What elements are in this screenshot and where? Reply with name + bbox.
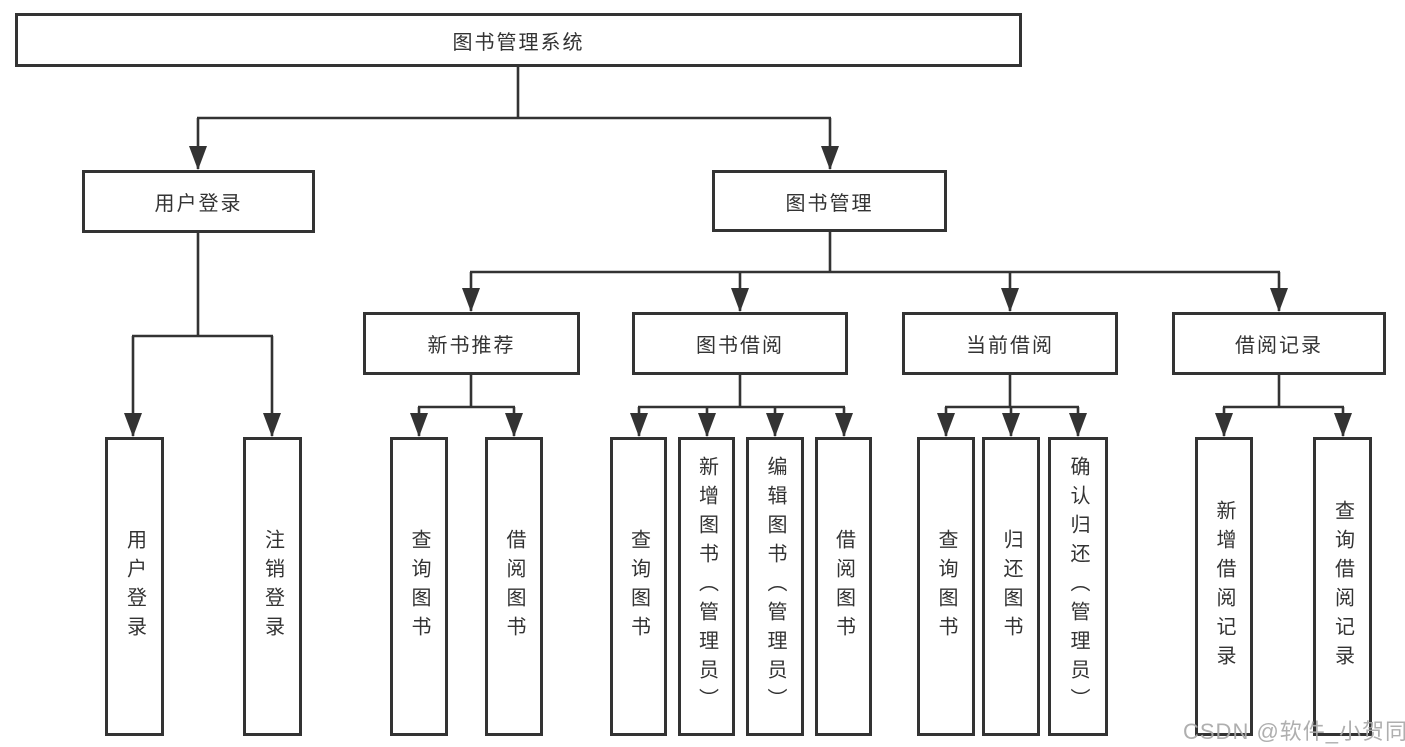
node-book-borrowing: 图书借阅: [632, 312, 848, 375]
node-library-system: 图书管理系统: [15, 13, 1022, 67]
node-query-books-recommend: 查询图书: [390, 437, 448, 736]
node-query-books-current: 查询图书: [917, 437, 975, 736]
node-book-borrowing-label: 图书借阅: [696, 335, 784, 357]
node-borrow-books-recommend-label: 借阅图书: [503, 528, 525, 645]
node-query-books-borrowing-label: 查询图书: [627, 528, 650, 645]
node-query-books-current-label: 查询图书: [935, 528, 957, 645]
node-book-management-label: 图书管理: [785, 192, 874, 215]
node-query-books-recommend-label: 查询图书: [408, 528, 430, 645]
node-return-books: 归还图书: [982, 437, 1040, 736]
node-current-borrowing-label: 当前借阅: [966, 335, 1054, 357]
node-logout: 注销登录: [243, 437, 302, 736]
node-new-book-recommend: 新书推荐: [363, 312, 580, 375]
node-borrow-books-recommend: 借阅图书: [485, 437, 543, 736]
node-query-borrow-record-label: 查询借阅记录: [1331, 499, 1354, 674]
node-login: 用户登录: [105, 437, 164, 736]
node-borrowing-records-label: 借阅记录: [1235, 335, 1323, 357]
node-library-system-label: 图书管理系统: [452, 31, 585, 54]
node-add-borrow-record-label: 新增借阅记录: [1213, 499, 1235, 674]
node-confirm-return-admin: 确认归还（管理员）: [1048, 437, 1108, 736]
node-edit-books-admin: 编辑图书（管理员）: [746, 437, 804, 736]
node-login-label: 用户登录: [123, 528, 146, 645]
node-book-management: 图书管理: [712, 170, 947, 232]
node-new-book-recommend-label: 新书推荐: [427, 335, 516, 357]
node-edit-books-admin-label: 编辑图书（管理员）: [764, 456, 786, 717]
node-current-borrowing: 当前借阅: [902, 312, 1118, 375]
node-add-books-admin: 新增图书（管理员）: [678, 437, 735, 736]
node-borrow-books: 借阅图书: [815, 437, 872, 736]
node-borrow-books-label: 借阅图书: [832, 528, 855, 645]
node-add-borrow-record: 新增借阅记录: [1195, 437, 1253, 736]
csdn-watermark: CSDN @软件_小贺同学: [1183, 719, 1405, 744]
node-borrowing-records: 借阅记录: [1172, 312, 1386, 375]
node-user-login: 用户登录: [82, 170, 315, 233]
node-return-books-label: 归还图书: [1000, 528, 1022, 645]
node-query-books-borrowing: 查询图书: [610, 437, 667, 736]
node-logout-label: 注销登录: [261, 528, 284, 645]
node-query-borrow-record: 查询借阅记录: [1313, 437, 1372, 736]
node-user-login-label: 用户登录: [154, 193, 243, 215]
node-confirm-return-admin-label: 确认归还（管理员）: [1067, 456, 1089, 717]
node-add-books-admin-label: 新增图书（管理员）: [695, 456, 718, 717]
